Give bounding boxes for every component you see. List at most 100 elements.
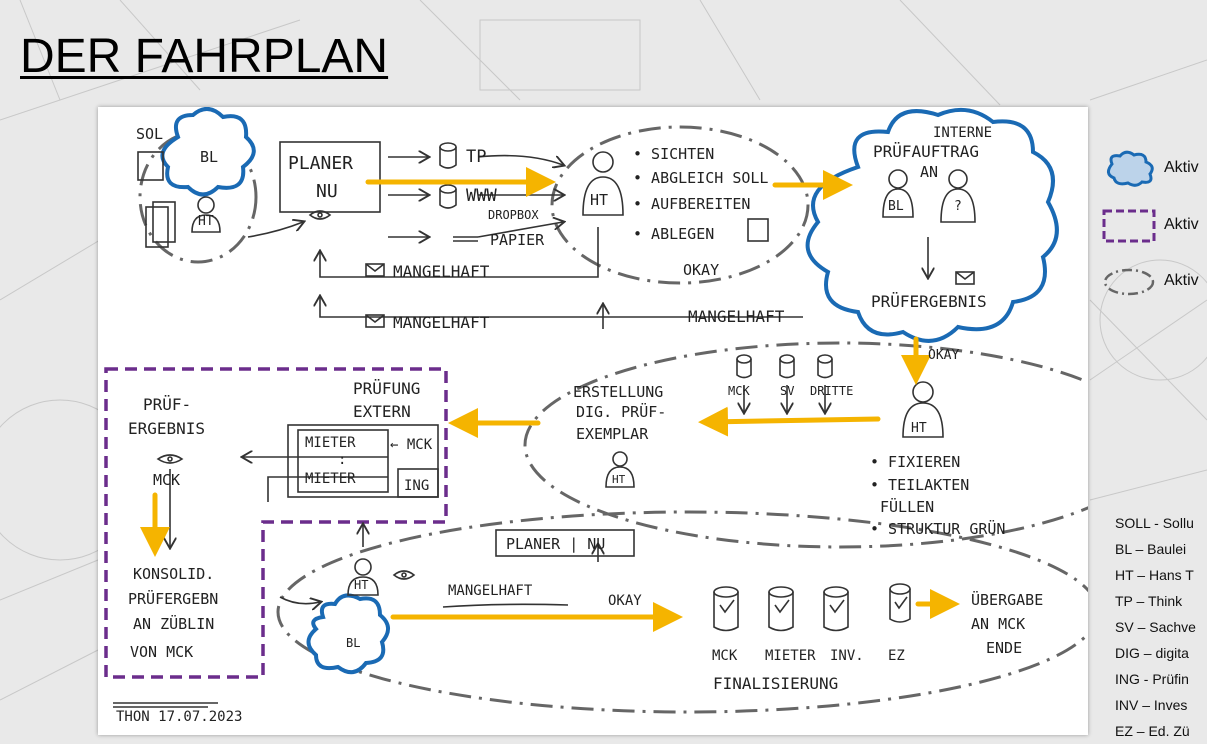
abbrev-ing: ING - Prüfin — [1115, 671, 1189, 687]
label-pruefergebnis: PRÜFERGEBNIS — [871, 292, 987, 311]
envelope-icon-3 — [955, 271, 975, 285]
legend-item-rect — [1102, 207, 1158, 247]
label-mck-bottom: MCK — [712, 648, 738, 664]
purple-zone — [104, 367, 448, 679]
person-ht-review — [582, 151, 624, 216]
label-pruefergebn: PRÜFERGEBN — [128, 589, 218, 608]
label-nu: NU — [316, 181, 338, 202]
cylinder-ez — [889, 583, 911, 623]
legend-label-rect: Aktiv — [1164, 216, 1199, 233]
label-ht-top: HT — [198, 214, 214, 229]
label-okay-2: OKAY — [928, 348, 959, 363]
label-ht-right: HT — [911, 421, 927, 436]
box-planer-nu — [279, 141, 381, 213]
person-bl-cloud — [882, 169, 914, 218]
legend-label-cloud: Aktiv — [1164, 159, 1199, 176]
label-soll: SOL — [136, 125, 163, 143]
label-abgleich: • ABGLEICH SOLL — [633, 169, 768, 187]
eye-icon-bottom — [392, 570, 416, 580]
abbrev-inv: INV – Inves — [1115, 697, 1188, 713]
label-erstellung: ERSTELLUNG — [573, 383, 663, 401]
label-papier: PAPIER — [490, 231, 545, 249]
person-ht-erstellung — [605, 451, 635, 488]
cloud-bl-bottom — [306, 593, 390, 675]
label-bl-cloud: BL — [888, 199, 904, 214]
label-ing: ING — [404, 478, 429, 494]
cylinder-mieter-bottom — [768, 586, 794, 632]
label-mangelhaft-3: MANGELHAFT — [688, 307, 785, 326]
box-planer-nu-bottom — [495, 529, 635, 557]
abbrev-soll: SOLL - Sollu — [1115, 515, 1194, 531]
label-dots: : — [338, 452, 346, 468]
eye-icon-planer — [308, 210, 332, 220]
label-dig-pruef: DIG. PRÜF- — [576, 402, 666, 421]
abbrev-bl: BL – Baulei — [1115, 541, 1187, 557]
label-mck-top: MCK — [728, 384, 750, 398]
ellipse-erstellung — [523, 341, 1088, 549]
cylinder-www — [439, 184, 457, 209]
abbrev-tp: TP – Think — [1115, 593, 1183, 609]
label-www: WWW — [466, 186, 497, 206]
label-mangelhaft-1: MANGELHAFT — [393, 262, 490, 281]
label-struktur: • STRUKTUR GRÜN — [870, 519, 1005, 538]
label-sichten: • SICHTEN — [633, 145, 714, 163]
sketch-canvas: SOL BL HT PLANER NU TP WWW DROPBOX PAPIE… — [104, 107, 1088, 725]
box-ing — [397, 468, 439, 498]
label-konsolid: KONSOLID. — [133, 565, 214, 583]
label-an-zueblin: AN ZÜBLIN — [133, 614, 214, 633]
label-finalisierung: FINALISIERUNG — [713, 674, 838, 693]
label-pruefung: PRÜFUNG — [353, 379, 420, 398]
label-ergebnis: ERGEBNIS — [128, 419, 205, 438]
label-bl-bottom: BL — [346, 636, 360, 650]
abbreviation-list: SOLL - Sollu BL – Baulei HT – Hans T TP … — [1115, 510, 1196, 744]
label-okay-3: OKAY — [608, 593, 642, 609]
label-uebergabe: ÜBERGABE — [971, 590, 1043, 609]
label-okay-1: OKAY — [683, 261, 719, 279]
label-ht-bottom: HT — [354, 578, 368, 592]
label-sv: SV — [780, 384, 794, 398]
label-ht-erstellung: HT — [612, 473, 626, 486]
signature: THON 17.07.2023 — [116, 709, 242, 725]
cylinder-mck-top — [736, 354, 752, 379]
box-mieter — [297, 429, 389, 493]
cylinder-mck-bottom — [713, 586, 739, 632]
label-bl-top: BL — [200, 148, 218, 166]
label-question: ? — [954, 199, 962, 214]
cylinder-inv — [823, 586, 849, 632]
person-unknown-cloud — [940, 169, 976, 223]
label-ht-review: HT — [590, 191, 608, 209]
label-planer: PLANER — [288, 153, 353, 174]
eye-icon-pruef — [156, 454, 184, 464]
label-an-mck: AN MCK — [971, 615, 1025, 633]
abbrev-ht: HT – Hans T — [1115, 567, 1194, 583]
label-von-mck: VON MCK — [130, 643, 193, 661]
dashdot-ellipse-icon — [1103, 268, 1155, 296]
label-aufbereiten: • AUFBEREITEN — [633, 195, 750, 213]
label-fixieren: • FIXIEREN — [870, 453, 960, 471]
ellipse-ht-review — [550, 125, 810, 285]
legend-label-ellipse: Aktiv — [1164, 272, 1199, 289]
label-planer-nu-bottom: PLANER | NU — [506, 535, 605, 553]
cloud-bl-top — [160, 107, 256, 197]
label-ablegen: • ABLEGEN — [633, 225, 714, 243]
sheets — [137, 151, 164, 181]
label-dropbox: DROPBOX — [488, 208, 539, 222]
label-mangelhaft-2: MANGELHAFT — [393, 313, 490, 332]
label-exemplar: EXEMPLAR — [576, 425, 649, 443]
box-pruefung-mieter — [287, 424, 439, 498]
cylinder-tp — [439, 142, 457, 169]
cloud-icon — [1107, 150, 1154, 187]
sketch-diagram: SOL BL HT PLANER NU TP WWW DROPBOX PAPIE… — [98, 107, 1088, 735]
slide-title: DER FAHRPLAN — [20, 30, 389, 83]
label-teilakten: • TEILAKTEN — [870, 476, 969, 494]
label-mck-arrow: ← MCK — [390, 437, 433, 453]
cloud-pruefauftrag — [805, 107, 1059, 343]
label-extern: EXTERN — [353, 402, 411, 421]
flow-arrow-4 — [698, 406, 881, 437]
person-ht-bottom — [347, 558, 379, 596]
label-mck: MCK — [153, 471, 180, 489]
label-tp: TP — [466, 147, 486, 167]
label-interne: INTERNE — [933, 125, 992, 141]
label-mieter-2: MIETER — [305, 471, 356, 487]
label-an: AN — [920, 163, 938, 181]
